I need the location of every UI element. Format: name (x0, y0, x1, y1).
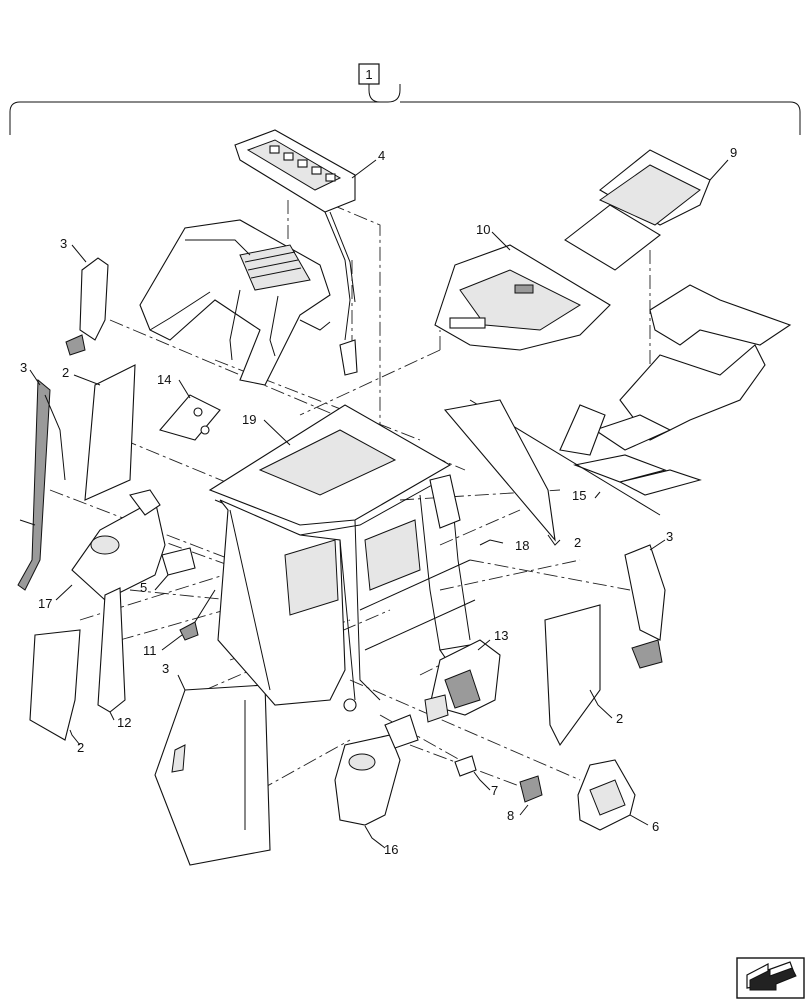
callout-10: 11 (143, 643, 157, 658)
callout-19: 19 (242, 412, 256, 427)
callout-17: 17 (38, 596, 52, 611)
callout-leaders (29, 159, 729, 849)
part-19-cab-frame (208, 404, 481, 712)
callout-16: 16 (384, 842, 398, 857)
callout-5: 5 (140, 580, 147, 595)
assembly-number: 1 (365, 67, 372, 82)
part-6-seat-shell (577, 759, 636, 831)
callout-7: 7 (491, 783, 498, 798)
callout-3-upper: 3 (60, 236, 67, 251)
part-14-bracket (159, 394, 221, 441)
part-3-left-wiper (17, 378, 66, 591)
callout-13: 13 (494, 628, 508, 643)
part-9-floor-mat (564, 149, 711, 271)
callout-2-left-lower: 2 (77, 740, 84, 755)
callout-2-right: 2 (616, 711, 623, 726)
callout-6: 6 (652, 819, 659, 834)
next-page-arrow-icon[interactable] (736, 957, 805, 999)
callout-3-right: 3 (666, 529, 673, 544)
part-17-left-console (71, 489, 166, 601)
part-16-right-console (334, 714, 419, 826)
part-7-switch (454, 755, 477, 777)
callout-2-center: 2 (574, 535, 581, 550)
callout-3-door: 3 (162, 661, 169, 676)
part-12-pillar-trim (97, 587, 126, 713)
part-10-latch (179, 589, 216, 641)
callout-11: 10 (476, 222, 490, 237)
callout-labels: 4 9 10 3 3 2 14 19 15 2 3 18 17 5 11 13 … (20, 145, 737, 857)
upper-roof-frame (139, 219, 331, 386)
part-3-right-panel (624, 544, 666, 669)
callout-8: 8 (507, 808, 514, 823)
callout-12: 12 (117, 715, 131, 730)
callout-18: 18 (515, 538, 529, 553)
part-5-handle (161, 547, 196, 576)
callout-15: 15 (572, 488, 586, 503)
part-3-upper-wiper (65, 257, 109, 356)
part-4-roof-panel (234, 129, 358, 376)
part-8-connector (519, 775, 543, 803)
part-13-control-panel (424, 639, 501, 723)
callout-9: 9 (730, 145, 737, 160)
callout-4: 4 (378, 148, 385, 163)
part-15-floor-structure (469, 284, 792, 516)
callout-2-left-upper: 2 (62, 365, 69, 380)
callout-3-left: 3 (20, 360, 27, 375)
part-3-door (154, 684, 271, 866)
part-11-headliner (434, 244, 611, 351)
callout-14: 14 (157, 372, 171, 387)
part-2-glass-panels (29, 364, 601, 747)
assembly-bracket: 1 (9, 63, 801, 135)
